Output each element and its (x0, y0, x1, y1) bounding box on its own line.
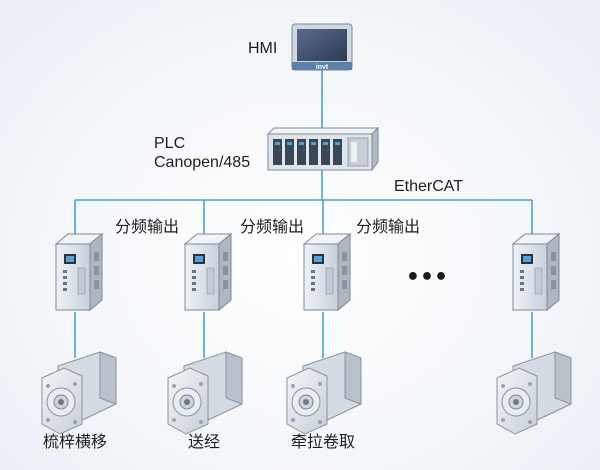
servo-drive-1 (55, 233, 103, 311)
ethercat-label: EtherCAT (394, 178, 463, 195)
branch-signal-label-1: 分频输出 (115, 218, 179, 236)
hmi-label: HMI (248, 40, 277, 57)
branch-signal-label-2: 分频输出 (240, 218, 304, 236)
servo-motor-1 (41, 351, 117, 435)
hmi-device: invt (291, 23, 353, 71)
more-devices-ellipsis: ••• (406, 265, 448, 290)
branch-signal-label-3: 分频输出 (356, 218, 420, 236)
servo-drive-2 (184, 233, 232, 311)
plc-label-line1: PLC (154, 135, 185, 152)
plc-device (266, 126, 380, 172)
plc-label-line2: Canopen/485 (154, 154, 250, 171)
motor-label-2: 送经 (188, 433, 220, 451)
servo-drive-3 (303, 233, 351, 311)
servo-motor-4 (496, 351, 572, 435)
connection-lines (74, 70, 533, 358)
motor-label-1: 梳梓横移 (43, 433, 107, 451)
servo-motor-2 (167, 351, 243, 435)
hmi-brand-logo: invt (316, 64, 329, 71)
servo-drive-4 (512, 233, 560, 311)
motor-label-3: 牵拉卷取 (291, 433, 355, 451)
servo-motor-3 (286, 351, 362, 435)
